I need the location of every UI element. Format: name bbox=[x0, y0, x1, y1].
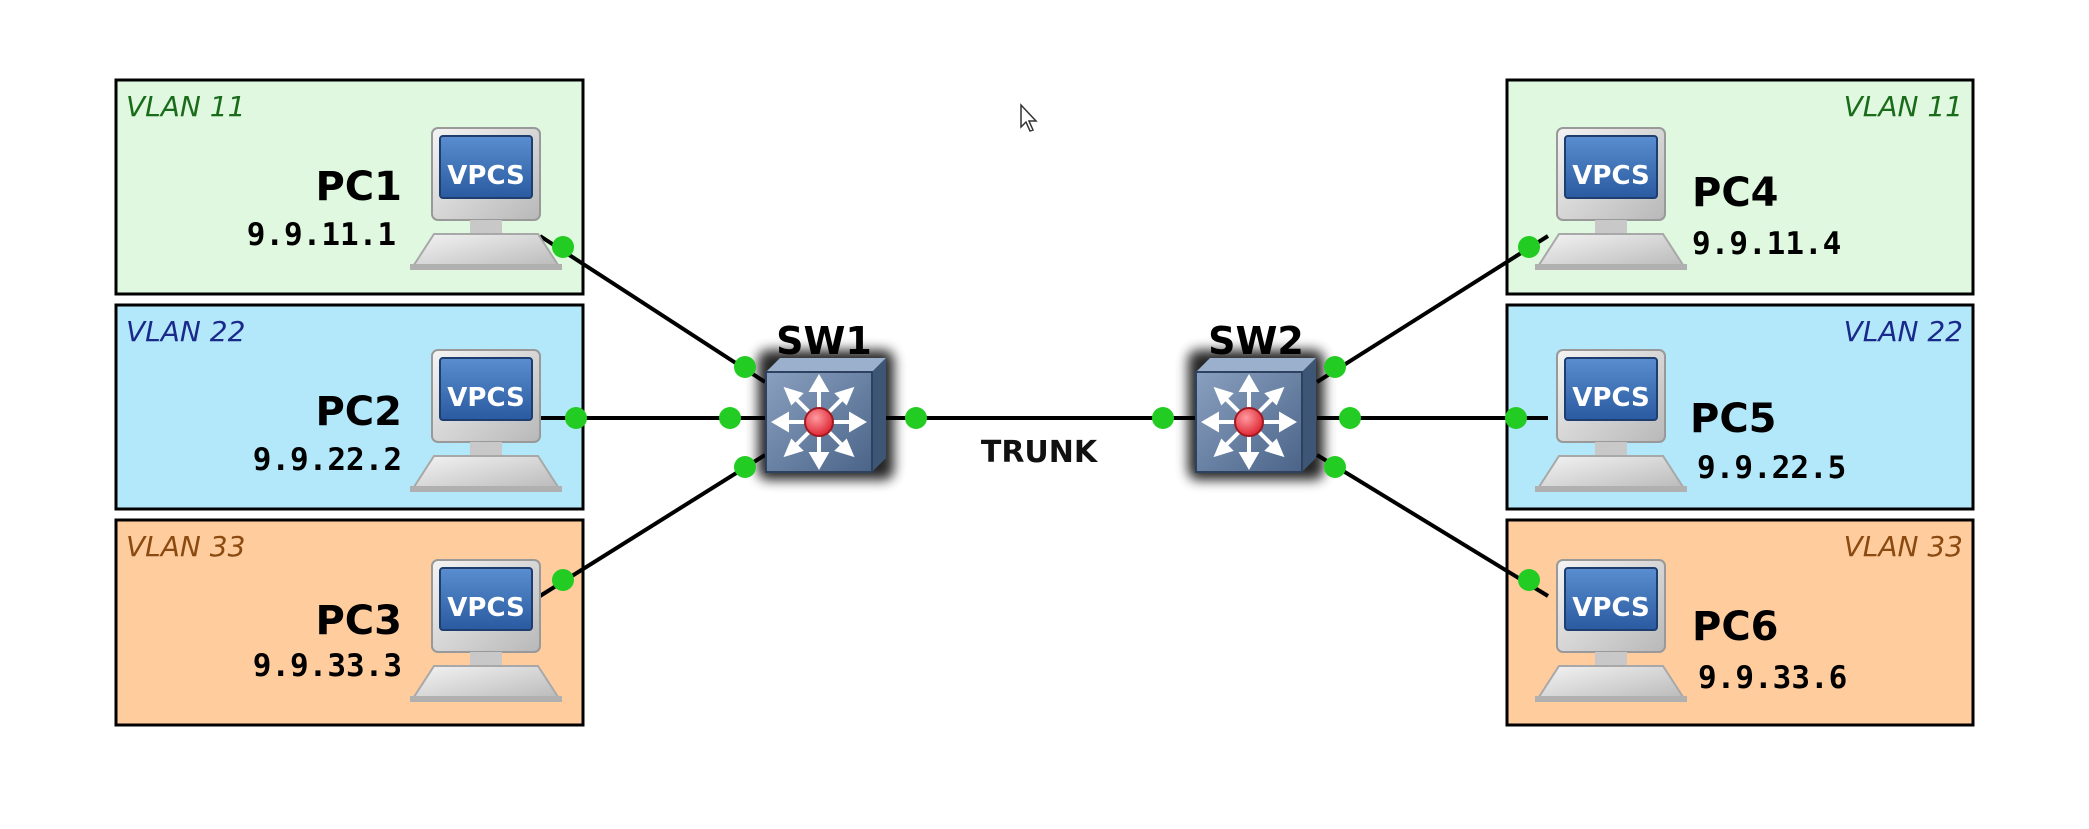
vpcs-icon-label: VPCS bbox=[447, 383, 524, 413]
port-indicator bbox=[734, 356, 756, 378]
port-indicators bbox=[552, 236, 1540, 591]
switch-name: SW2 bbox=[1208, 319, 1304, 363]
port-indicator bbox=[1339, 407, 1361, 429]
port-indicator bbox=[565, 407, 587, 429]
link-sw2-pc6[interactable] bbox=[1315, 453, 1550, 598]
pc-ip-address: 9.9.11.1 bbox=[247, 217, 396, 253]
pc-ip-address: 9.9.33.6 bbox=[1698, 660, 1847, 696]
link-sw2-pc4[interactable] bbox=[1315, 234, 1550, 384]
pc1[interactable]: VPCS PC1 9.9.11.1 bbox=[247, 127, 563, 271]
port-indicator bbox=[1505, 407, 1527, 429]
mouse-pointer-icon bbox=[1020, 103, 1038, 132]
pc2[interactable]: VPCS PC2 9.9.22.2 bbox=[253, 349, 563, 493]
multilayer-switch-icon bbox=[1188, 350, 1324, 480]
vpcs-computer-icon bbox=[1534, 127, 1688, 271]
pc-name: PC4 bbox=[1692, 170, 1779, 216]
vlan-label: VLAN 22 bbox=[1844, 315, 1963, 348]
vpcs-computer-icon bbox=[1534, 349, 1688, 493]
pc-name: PC1 bbox=[315, 164, 402, 210]
vlan-label: VLAN 11 bbox=[126, 90, 245, 123]
pc4[interactable]: VPCS PC4 9.9.11.4 bbox=[1534, 127, 1841, 271]
vpcs-icon-label: VPCS bbox=[1572, 593, 1649, 623]
vpcs-computer-icon bbox=[409, 127, 563, 271]
pc-ip-address: 9.9.33.3 bbox=[253, 648, 402, 684]
vpcs-icon-label: VPCS bbox=[1572, 161, 1649, 191]
vpcs-computer-icon bbox=[1534, 559, 1688, 703]
vlan-label: VLAN 11 bbox=[1844, 90, 1963, 123]
link-pc3-sw1[interactable] bbox=[538, 453, 767, 598]
vpcs-computer-icon bbox=[409, 559, 563, 703]
pc-ip-address: 9.9.22.5 bbox=[1697, 450, 1846, 486]
pc3[interactable]: VPCS PC3 9.9.33.3 bbox=[253, 559, 563, 703]
pc-name: PC6 bbox=[1692, 604, 1779, 650]
port-indicator bbox=[1324, 456, 1346, 478]
vlan-label: VLAN 33 bbox=[1844, 530, 1963, 563]
pc5[interactable]: VPCS PC5 9.9.22.5 bbox=[1534, 349, 1846, 493]
vpcs-icon-label: VPCS bbox=[447, 593, 524, 623]
port-indicator bbox=[905, 407, 927, 429]
port-indicator bbox=[552, 569, 574, 591]
port-indicator bbox=[1324, 356, 1346, 378]
pc6[interactable]: VPCS PC6 9.9.33.6 bbox=[1534, 559, 1847, 703]
pc-name: PC3 bbox=[315, 598, 402, 644]
pc-name: PC2 bbox=[315, 389, 402, 435]
pc-ip-address: 9.9.11.4 bbox=[1692, 226, 1841, 262]
vpcs-computer-icon bbox=[409, 349, 563, 493]
port-indicator bbox=[1518, 569, 1540, 591]
port-indicator bbox=[734, 456, 756, 478]
pc-ip-address: 9.9.22.2 bbox=[253, 442, 402, 478]
switch-name: SW1 bbox=[776, 319, 872, 363]
multilayer-switch-icon bbox=[758, 350, 894, 480]
switch-sw2[interactable]: SW2 bbox=[1188, 319, 1324, 480]
port-indicator bbox=[1152, 407, 1174, 429]
pc-name: PC5 bbox=[1690, 396, 1777, 442]
vlan-label: VLAN 33 bbox=[126, 530, 245, 563]
port-indicator bbox=[552, 236, 574, 258]
links bbox=[538, 234, 1550, 598]
port-indicator bbox=[1518, 236, 1540, 258]
vpcs-icon-label: VPCS bbox=[447, 161, 524, 191]
port-indicator bbox=[719, 407, 741, 429]
link-pc1-sw1[interactable] bbox=[538, 234, 767, 384]
vpcs-icon-label: VPCS bbox=[1572, 383, 1649, 413]
trunk-label: TRUNK bbox=[981, 435, 1099, 470]
switch-sw1[interactable]: SW1 bbox=[758, 319, 894, 480]
vlan-label: VLAN 22 bbox=[126, 315, 245, 348]
